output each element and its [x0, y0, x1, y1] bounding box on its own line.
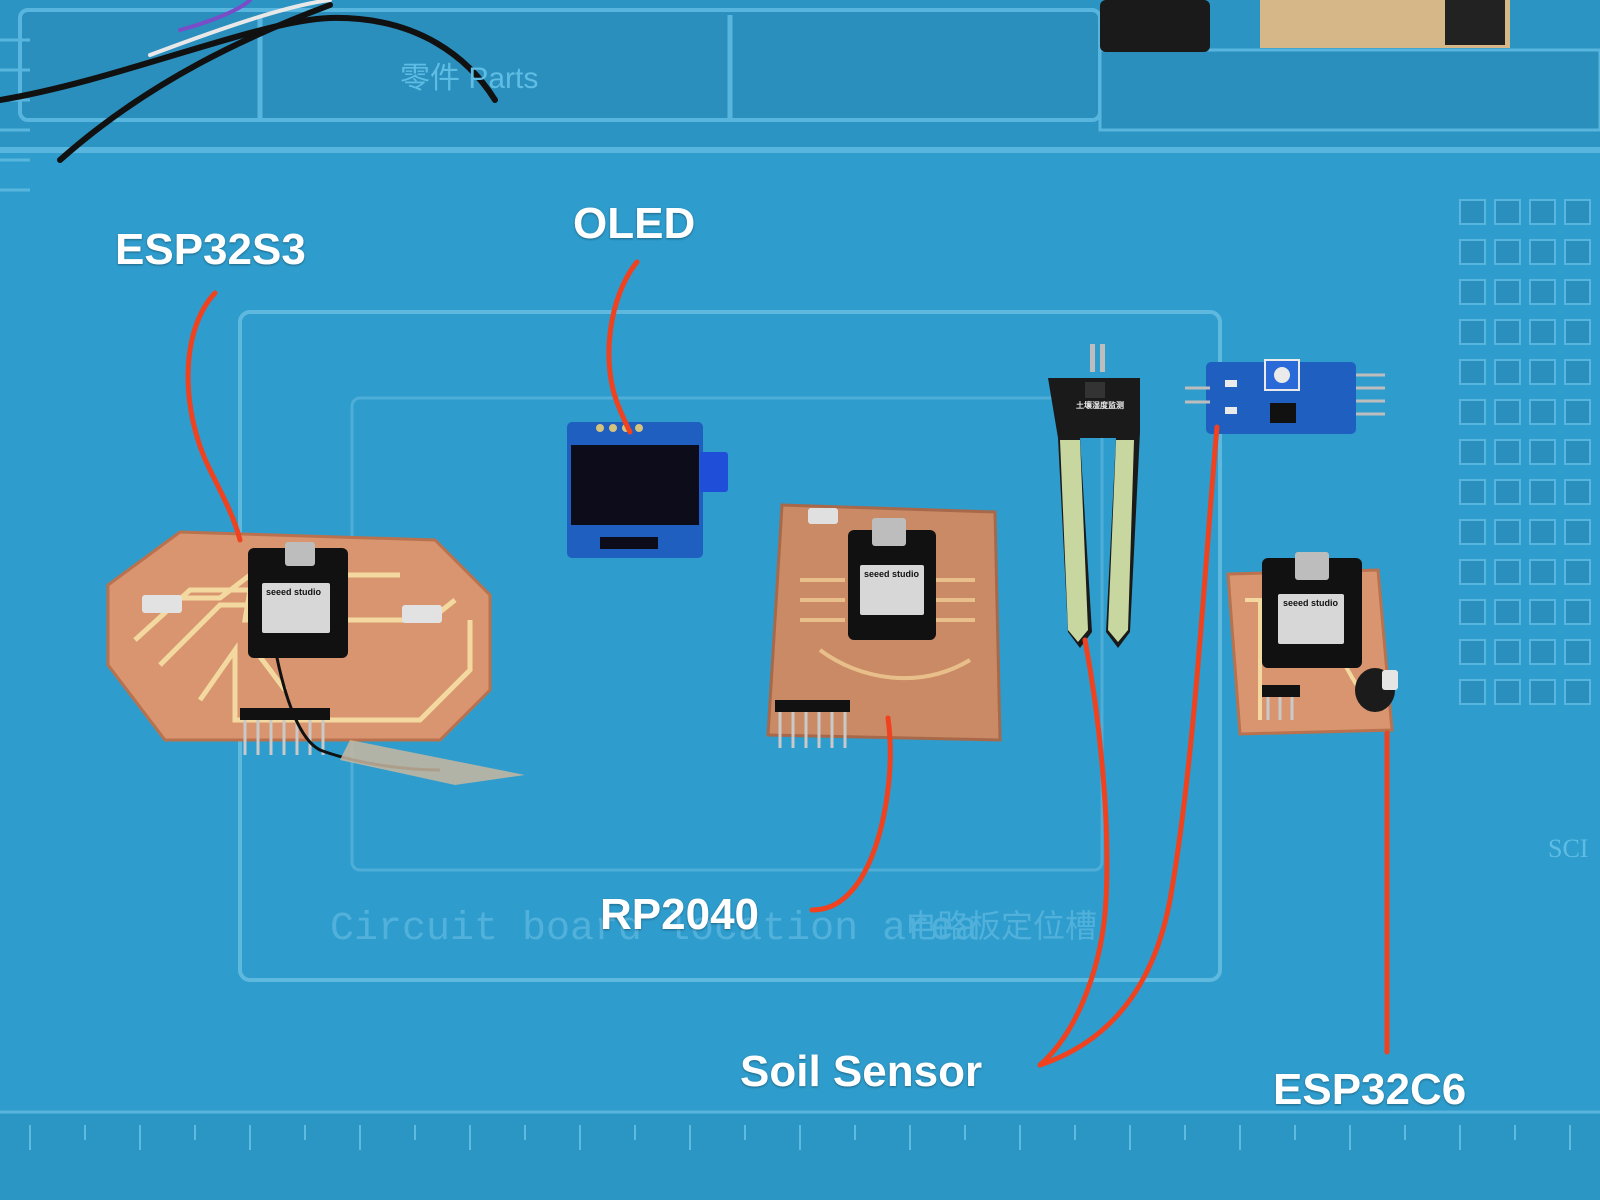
jumper-wires: [0, 0, 498, 163]
esp32s3-pointer-line: [185, 290, 243, 543]
parts-tray: [0, 0, 1600, 153]
embossed-parts-label: 零件 Parts: [400, 62, 539, 95]
embossed-area-label-cn: 电路板定位槽: [905, 908, 1098, 944]
soil-probe-pointer-line: [1037, 637, 1110, 1068]
soil-module-text: 土壤湿度监测: [1076, 401, 1124, 410]
embossed-area-label: Circuit board location area: [330, 907, 979, 952]
numbered-grid: [1459, 199, 1591, 705]
annotation-lines: [185, 259, 1390, 1068]
esp32s3-board: [106, 530, 525, 785]
label-esp32c6: ESP32C6: [1273, 1065, 1467, 1114]
oled-pointer-line: [606, 259, 640, 435]
esp32c6-chip-brand: seeed studio: [1283, 598, 1339, 608]
rp2040-pointer-line: [809, 715, 893, 913]
soil-module-pointer-line: [1037, 424, 1220, 1068]
esp32c6-board: [1226, 552, 1398, 736]
soil-probe: [1048, 344, 1140, 648]
embossed-brand: SCI: [1548, 834, 1589, 863]
rp2040-chip-brand: seeed studio: [864, 569, 920, 579]
sensor-driver-module: [1185, 359, 1385, 434]
ruler: [0, 1110, 1600, 1200]
label-esp32s3: ESP32S3: [115, 225, 306, 274]
label-rp2040: RP2040: [600, 890, 760, 939]
rp2040-board: [766, 503, 1002, 748]
oled-module: [567, 422, 728, 558]
label-soil-sensor: Soil Sensor: [740, 1047, 983, 1096]
esp32s3-chip-brand: seeed studio: [266, 587, 322, 597]
label-oled: OLED: [573, 199, 696, 248]
